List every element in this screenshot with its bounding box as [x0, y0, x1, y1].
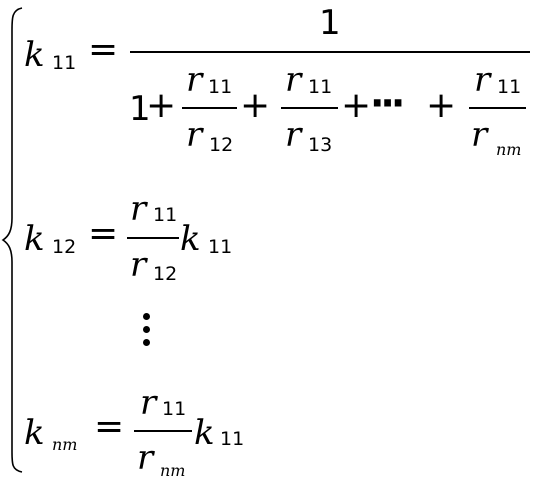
row1-plus-4: + [426, 85, 457, 126]
row1-term1-num-var: r [186, 60, 203, 100]
row2-equals: = [88, 213, 119, 254]
row2-den-var: r [130, 245, 147, 285]
row2-lhs-sub: 12 [52, 236, 77, 258]
vdot-3 [143, 339, 150, 346]
row3-den-sub: nm [160, 461, 186, 480]
row1-term2-den-sub: 13 [308, 134, 333, 156]
row1-term3-den-var: r [471, 115, 488, 155]
row1-main-fraction-bar [130, 51, 530, 53]
row1-term2-num-var: r [285, 60, 302, 100]
row3-equals: = [94, 406, 125, 447]
row1-lhs-var: k [24, 35, 45, 75]
row1-term3-bar [469, 107, 526, 109]
row1-one: 1 [129, 89, 151, 129]
row3-num-var: r [140, 383, 157, 423]
row1-equals: = [88, 29, 119, 70]
left-brace [1, 7, 23, 473]
row1-term2-num-sub: 11 [308, 76, 333, 98]
row3-tail-var: k [194, 413, 215, 453]
row3-num-sub: 11 [162, 398, 187, 420]
row2-tail-var: k [180, 219, 201, 259]
row1-ellipsis: ··· [370, 81, 405, 125]
row1-term1-num-sub: 11 [208, 76, 233, 98]
row1-term3-num-sub: 11 [497, 76, 522, 98]
row1-term1-den-var: r [186, 115, 203, 155]
row3-tail-sub: 11 [220, 428, 245, 450]
row1-lhs-sub: 11 [52, 52, 77, 74]
row2-lhs-var: k [24, 219, 45, 259]
row1-plus-2: + [240, 85, 271, 126]
row2-den-sub: 12 [153, 263, 178, 285]
row1-term1-bar [182, 107, 237, 109]
row3-den-var: r [137, 438, 154, 478]
row1-term3-den-sub: nm [496, 140, 522, 159]
row3-lhs-sub: nm [52, 435, 78, 454]
row2-tail-sub: 11 [208, 236, 233, 258]
row1-term2-bar [281, 107, 338, 109]
row3-fraction-bar [134, 430, 192, 432]
row1-term3-num-var: r [474, 60, 491, 100]
row2-num-sub: 11 [153, 204, 178, 226]
vdot-1 [143, 313, 150, 320]
row2-num-var: r [130, 189, 147, 229]
row1-plus-1: + [146, 85, 177, 126]
row3-lhs-var: k [24, 413, 45, 453]
row1-term2-den-var: r [285, 115, 302, 155]
row1-numerator: 1 [319, 3, 341, 43]
row2-fraction-bar [127, 237, 179, 239]
row1-plus-3: + [341, 85, 372, 126]
row1-term1-den-sub: 12 [209, 134, 234, 156]
vdot-2 [143, 326, 150, 333]
